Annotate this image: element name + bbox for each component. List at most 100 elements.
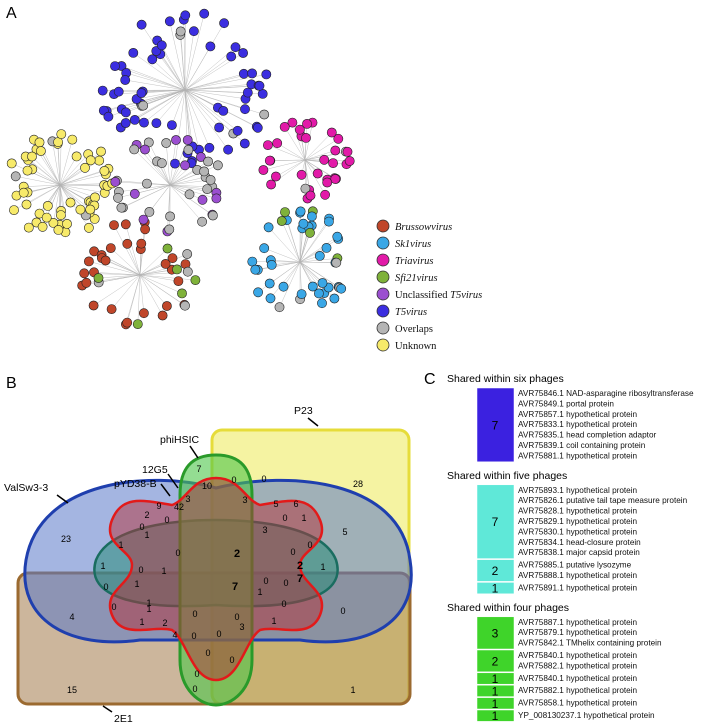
legend-swatch-unclassified-t5virus (376, 287, 390, 301)
network-node (219, 18, 229, 29)
network-node (182, 266, 193, 277)
network-edge (127, 243, 141, 276)
shared-gene-entry: AVR75882.1 hypothetical protein (518, 686, 638, 695)
network-node (99, 165, 110, 176)
network-edge (299, 221, 330, 263)
network-node (195, 152, 206, 162)
network-edge (59, 167, 86, 186)
legend-item-sfi21virus: Sfi21virus (376, 270, 438, 284)
network-node (18, 187, 29, 198)
network-node (138, 308, 149, 319)
network-edge (184, 13, 205, 91)
network-node (259, 109, 270, 120)
network-node (21, 199, 32, 210)
shared-count-label: 1 (492, 709, 499, 723)
network-edge (26, 184, 61, 205)
network-edge (11, 163, 61, 186)
network-node (202, 184, 213, 194)
network-node (280, 207, 290, 217)
network-edge (139, 274, 186, 306)
network-node (160, 258, 171, 269)
network-edge (299, 232, 311, 263)
network-node (27, 151, 37, 162)
venn-region-count: 1 (257, 587, 262, 597)
network-edge (152, 59, 186, 91)
shared-gene-entry: AVR75842.1 TMhelix containing protein (518, 639, 662, 648)
shared-count-label: 3 (492, 626, 499, 640)
network-node (37, 221, 48, 232)
network-node (230, 42, 241, 53)
network-edge (139, 274, 145, 314)
network-node (9, 205, 19, 215)
network-edge (184, 23, 225, 91)
venn-region-count: 0 (192, 684, 197, 694)
network-node (167, 253, 178, 264)
venn-region-count: 28 (353, 479, 363, 489)
network-edge (53, 184, 61, 223)
network-node (138, 214, 149, 225)
network-edge (31, 156, 61, 186)
network-edge (161, 45, 186, 91)
network-node (252, 122, 263, 133)
network-node (296, 289, 307, 299)
legend-item-unclassified-t5virus: Unclassified T5virus (376, 287, 482, 301)
shared-gene-entry: AVR75858.1 hypothetical protein (518, 699, 638, 708)
network-node (312, 168, 323, 179)
network-edge (184, 73, 244, 91)
venn-region-count: 0 (205, 648, 210, 658)
network-node (122, 238, 133, 249)
legend-label-brussowvirus: Brussowvirus (395, 222, 452, 233)
network-node (165, 211, 175, 222)
network-edge (264, 247, 301, 263)
network-node (110, 61, 120, 71)
venn-region-count: 1 (118, 540, 123, 550)
network-edge (184, 31, 195, 91)
network-edge (126, 72, 186, 91)
network-edge (139, 274, 179, 282)
network-node (254, 80, 265, 91)
venn-region-count: 0 (261, 474, 266, 484)
network-node (298, 218, 309, 229)
network-edge (59, 184, 81, 210)
network-node (36, 146, 46, 156)
network-node (84, 222, 94, 233)
legend-label-unclassified-t5virus: Unclassified T5virus (395, 290, 482, 301)
network-node (171, 135, 181, 145)
network-node (272, 138, 283, 149)
legend-swatch-brussowvirus (376, 219, 390, 233)
shared-gene-entry: AVR75849.1 portal protein (518, 399, 614, 408)
venn-label-p23: P23 (294, 405, 313, 417)
network-node (103, 111, 114, 122)
network-edge (255, 261, 301, 270)
network-node (80, 162, 90, 173)
network-node (344, 156, 355, 166)
network-edge (59, 184, 96, 198)
venn-region-count: 9 (156, 501, 161, 511)
shared-gene-entry: AVR75830.1 hypothetical protein (518, 527, 638, 536)
network-node (106, 304, 117, 314)
shared-count-bar (476, 672, 515, 685)
network-node (207, 210, 218, 221)
network-node (332, 231, 343, 242)
venn-region-count: 2 (234, 548, 240, 560)
network-edge (304, 132, 332, 161)
shared-gene-entry: AVR75835.1 head completion adaptor (518, 431, 656, 440)
network-edge (304, 138, 339, 161)
network-node (306, 211, 317, 222)
network-node (157, 310, 168, 321)
network-node (238, 68, 249, 79)
panel-label-b: B (6, 375, 17, 392)
network-node (305, 190, 316, 201)
network-node (302, 119, 312, 129)
network-node (203, 156, 213, 167)
legend-swatch-unknown (376, 338, 390, 352)
network-node (94, 155, 105, 166)
network-node (85, 155, 96, 166)
network-node (333, 133, 344, 144)
network-edge (299, 261, 337, 263)
venn-label-pyd38-b: pYD38-B (114, 478, 157, 490)
legend-item-t5virus: T5virus (376, 304, 427, 318)
network-node (10, 171, 21, 182)
network-node (180, 300, 190, 311)
network-edge (184, 89, 210, 148)
